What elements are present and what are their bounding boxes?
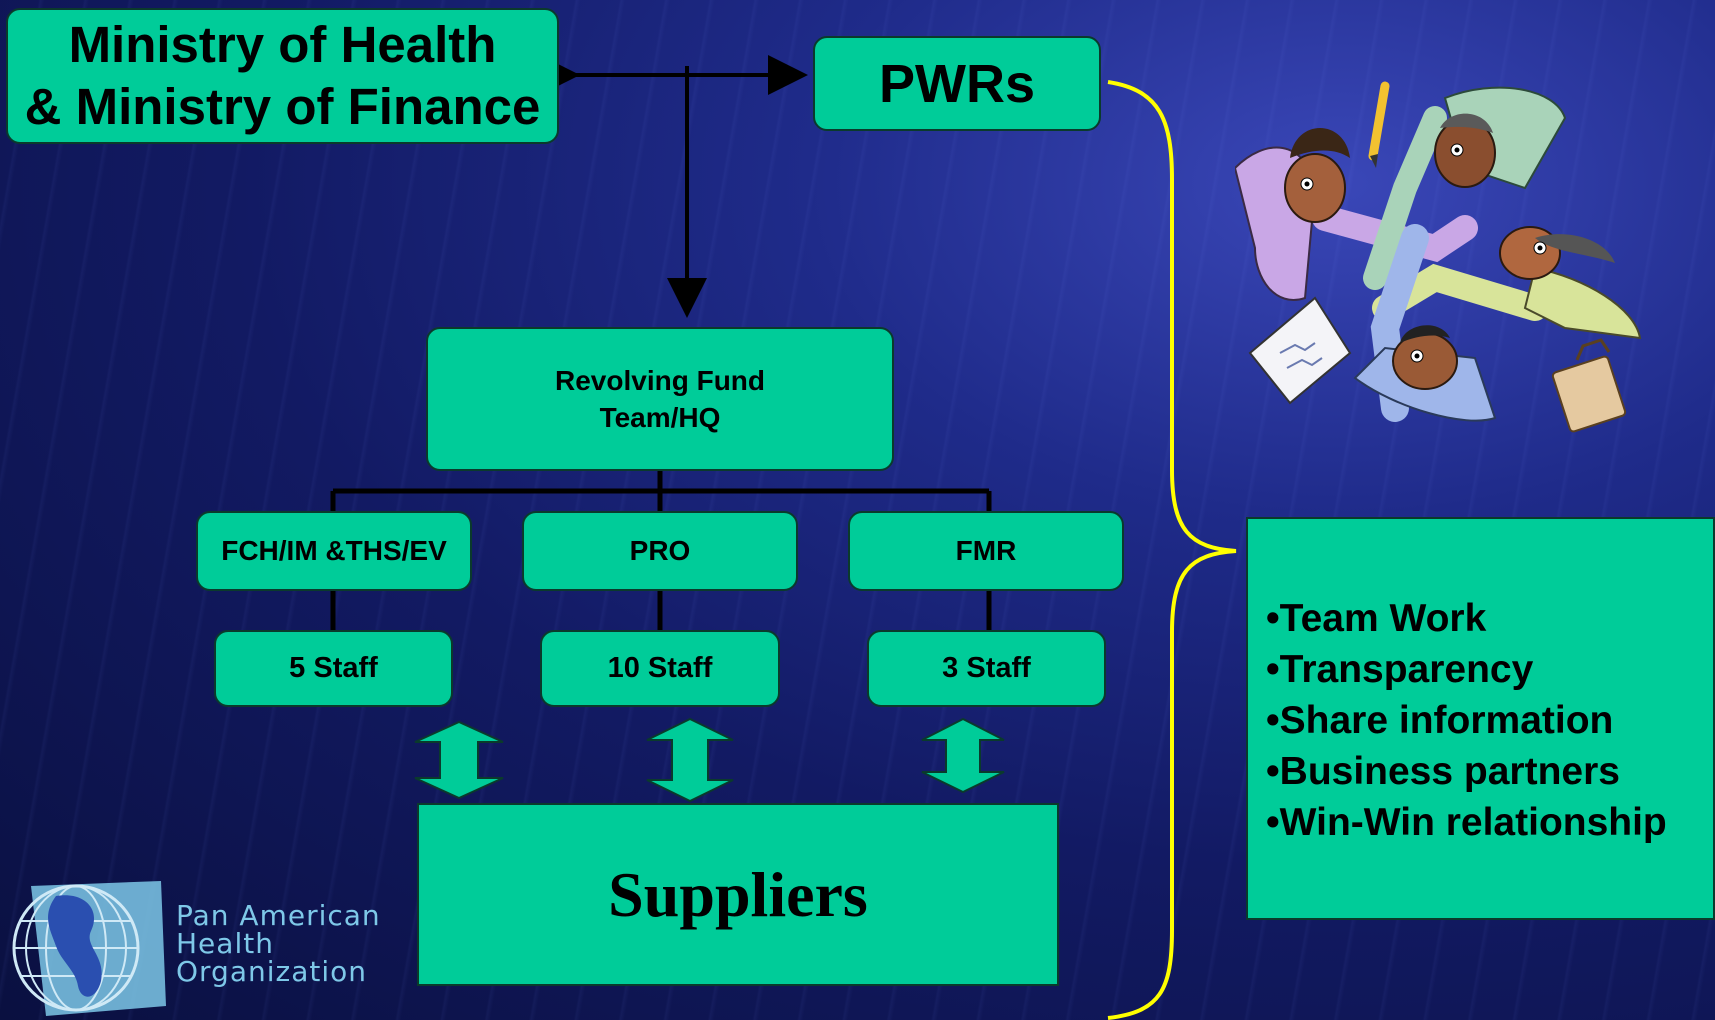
unit-box-fmr: FMR (848, 511, 1124, 591)
suppliers-label: Suppliers (608, 858, 868, 930)
suppliers-box: Suppliers (417, 803, 1059, 986)
team-collaboration-illustration (1235, 81, 1642, 433)
supplier-arrow-2 (646, 717, 734, 803)
ministry-line2: & Ministry of Finance (24, 78, 541, 135)
ministry-box: Ministry of Health & Ministry of Finance (6, 8, 559, 144)
value-item: •Team Work (1266, 597, 1487, 640)
unit-label: PRO (629, 535, 691, 566)
ministry-line1: Ministry of Health (68, 16, 497, 73)
staff-box-3: 3 Staff (867, 630, 1106, 707)
values-list: •Team Work •Transparency •Share informat… (1266, 593, 1713, 848)
values-box: •Team Work •Transparency •Share informat… (1246, 517, 1715, 920)
pwrs-label: PWRs (878, 53, 1035, 114)
supplier-arrow-1 (414, 720, 504, 800)
logo-line3: Organization (176, 955, 368, 988)
staff-label: 3 Staff (942, 652, 1031, 684)
unit-box-fch: FCH/IM &THS/EV (196, 511, 472, 591)
supplier-arrow-3 (921, 717, 1005, 794)
value-item: •Transparency (1266, 648, 1534, 691)
value-item: •Win-Win relationship (1266, 801, 1667, 844)
yellow-brace (1107, 80, 1237, 1020)
logo-line2: Health (176, 927, 274, 960)
value-item: •Share information (1266, 699, 1614, 742)
unit-label: FCH/IM &THS/EV (221, 535, 447, 566)
staff-label: 5 Staff (289, 652, 378, 684)
pwrs-box: PWRs (813, 36, 1101, 131)
revolving-fund-box: Revolving Fund Team/HQ (426, 327, 894, 471)
unit-box-pro: PRO (522, 511, 798, 591)
globe-icon (12, 881, 166, 1016)
revolving-line2: Team/HQ (599, 402, 721, 433)
staff-label: 10 Staff (607, 652, 713, 684)
revolving-line1: Revolving Fund (555, 365, 765, 396)
logo-line1: Pan American (176, 899, 381, 932)
value-item: •Business partners (1266, 750, 1620, 793)
staff-box-1: 5 Staff (214, 630, 453, 707)
unit-label: FMR (955, 535, 1017, 566)
logo-text: Pan American Health Organization (176, 902, 381, 986)
staff-box-2: 10 Staff (540, 630, 780, 707)
